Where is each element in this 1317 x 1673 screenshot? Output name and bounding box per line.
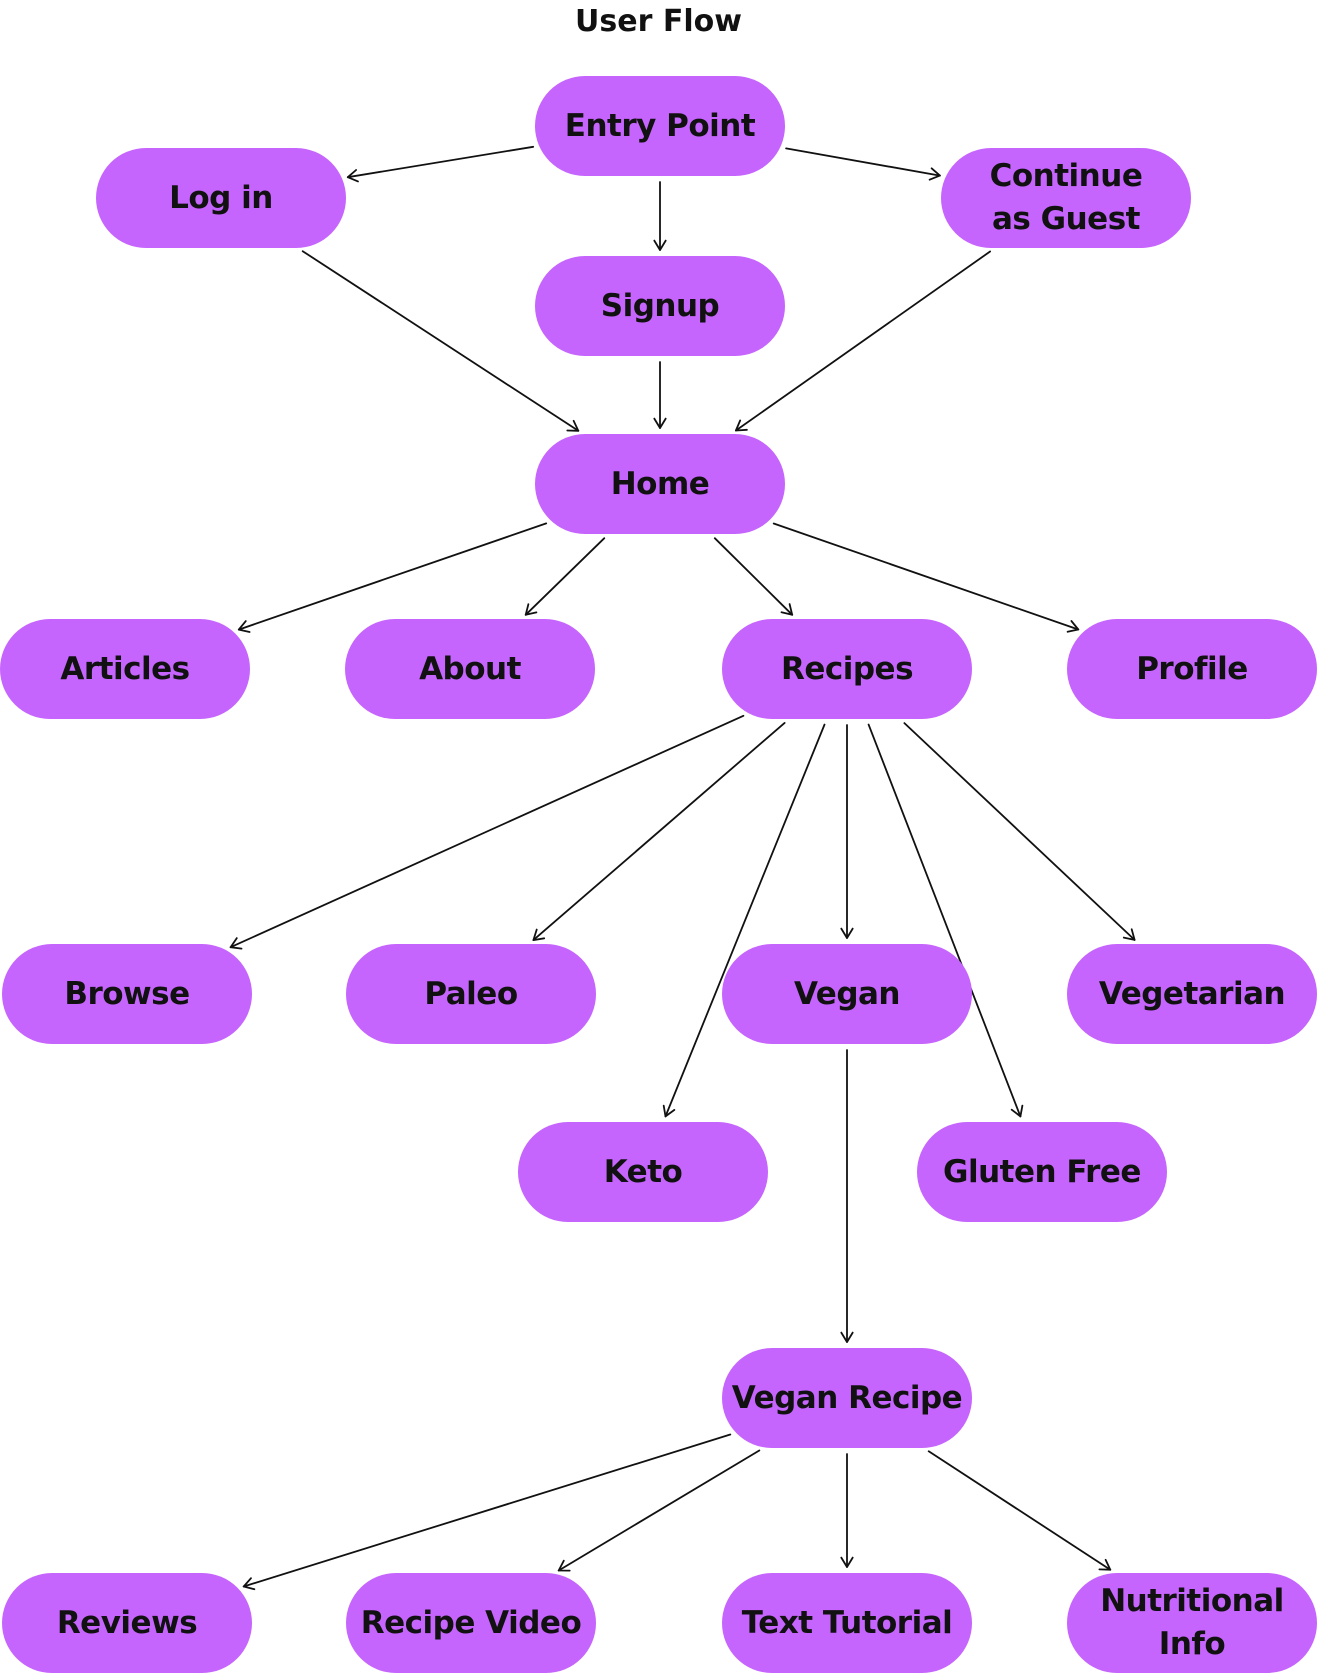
arrowhead-home — [566, 419, 580, 432]
node-label: Paleo — [424, 975, 518, 1012]
node-label: Recipe Video — [360, 1604, 582, 1641]
arrowhead-vegan — [840, 927, 854, 939]
arrowhead-log_in — [346, 169, 359, 183]
node-label-line-2: Info — [1158, 1626, 1226, 1662]
edge-recipes-to-vegetarian — [903, 722, 1136, 941]
arrowhead-profile — [1066, 620, 1080, 633]
arrowhead-nutritional_info — [1098, 1558, 1112, 1571]
arrowhead-recipes — [780, 603, 794, 616]
node-label: Articles — [60, 650, 190, 687]
node-gluten-free: Gluten Free — [917, 1122, 1167, 1222]
edge-entry_point-to-continue_as_guest — [785, 147, 941, 177]
node-vegan: Vegan — [722, 944, 972, 1044]
node-articles: Articles — [0, 619, 250, 719]
node-label: Vegetarian — [1098, 975, 1286, 1012]
node-keto: Keto — [518, 1122, 768, 1222]
edge-continue_as_guest-to-home — [735, 250, 991, 432]
node-label-line-2: as Guest — [992, 201, 1140, 237]
node-label: Gluten Free — [943, 1153, 1141, 1190]
node-log-in: Log in — [96, 148, 346, 248]
arrowhead-gluten_free — [1010, 1104, 1024, 1118]
node-continue-as-guest: Continue as Guest — [941, 148, 1191, 248]
node-entry-point: Entry Point — [535, 76, 785, 176]
node-label: Text Tutorial — [741, 1604, 953, 1641]
arrowhead-reviews — [242, 1577, 256, 1591]
edge-home-to-profile — [772, 522, 1080, 631]
node-label: Recipes — [780, 650, 914, 687]
arrowhead-vegan_recipe — [840, 1331, 854, 1343]
arrowhead-about — [524, 603, 538, 616]
arrowhead-home — [735, 419, 748, 432]
arrowhead-keto — [662, 1104, 676, 1118]
edge-vegan_recipe-to-nutritional_info — [927, 1450, 1112, 1571]
edge-entry_point-to-log_in — [346, 145, 535, 179]
node-text-tutorial: Text Tutorial — [722, 1573, 972, 1673]
edge-home-to-articles — [237, 522, 548, 631]
node-label: Nutritional Info — [1100, 1580, 1284, 1666]
edge-vegan_recipe-to-reviews — [242, 1433, 732, 1588]
edge-home-to-about — [524, 537, 606, 616]
edge-vegan_recipe-to-recipe_video — [557, 1449, 761, 1572]
node-vegan-recipe: Vegan Recipe — [722, 1348, 972, 1448]
node-label: Vegan Recipe — [731, 1379, 963, 1416]
edge-recipes-to-gluten_free — [867, 723, 1022, 1118]
node-label: Reviews — [56, 1604, 198, 1641]
arrowhead-text_tutorial — [840, 1556, 854, 1568]
arrowhead-recipe_video — [557, 1559, 571, 1572]
node-label: About — [419, 650, 521, 687]
edge-log_in-to-home — [301, 250, 580, 432]
diagram-title: User Flow — [0, 2, 1317, 42]
node-label: Entry Point — [564, 107, 756, 144]
edge-recipes-to-paleo — [532, 722, 786, 941]
node-reviews: Reviews — [2, 1573, 252, 1673]
arrowhead-browse — [229, 937, 243, 950]
node-nutritional-info: Nutritional Info — [1067, 1573, 1317, 1673]
edge-recipes-to-keto — [664, 723, 826, 1118]
node-label: Vegan — [794, 975, 901, 1012]
node-about: About — [345, 619, 595, 719]
diagram-title-text: User Flow — [575, 4, 742, 39]
arrowhead-signup — [653, 239, 667, 251]
node-vegetarian: Vegetarian — [1067, 944, 1317, 1044]
edge-home-to-recipes — [713, 537, 794, 616]
arrowhead-continue_as_guest — [928, 167, 941, 181]
node-signup: Signup — [535, 256, 785, 356]
arrowhead-articles — [237, 620, 251, 633]
node-profile: Profile — [1067, 619, 1317, 719]
edge-recipes-to-browse — [229, 714, 745, 949]
node-recipes: Recipes — [722, 619, 972, 719]
node-label-line-1: Nutritional — [1100, 1583, 1284, 1619]
node-label-line-1: Continue — [989, 158, 1143, 194]
node-label: Signup — [600, 287, 720, 324]
node-paleo: Paleo — [346, 944, 596, 1044]
node-label: Browse — [64, 975, 190, 1012]
node-home: Home — [535, 434, 785, 534]
node-browse: Browse — [2, 944, 252, 1044]
node-label: Continue as Guest — [990, 155, 1143, 241]
node-recipe-video: Recipe Video — [346, 1573, 596, 1673]
arrowhead-paleo — [532, 928, 546, 941]
arrowhead-vegetarian — [1122, 928, 1136, 941]
node-label: Profile — [1136, 650, 1248, 687]
arrowhead-home — [653, 417, 667, 429]
node-label: Home — [610, 465, 710, 502]
node-label: Log in — [169, 179, 273, 216]
node-label: Keto — [603, 1153, 683, 1190]
